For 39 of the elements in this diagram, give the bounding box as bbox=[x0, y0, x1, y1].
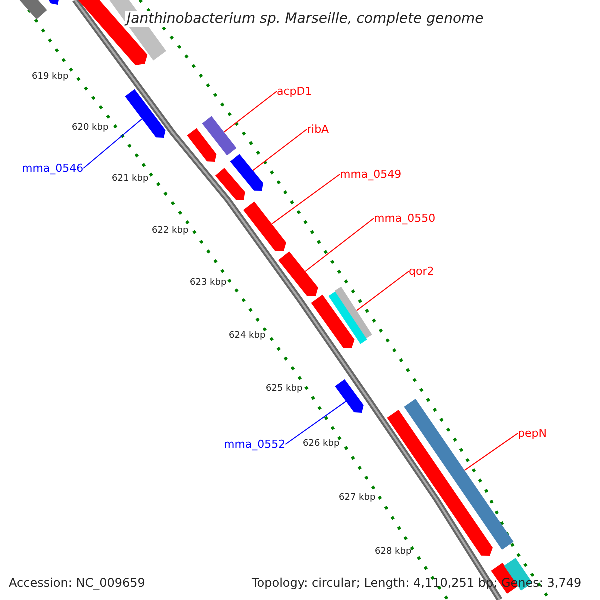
gene-bar bbox=[215, 168, 246, 200]
gene-label: ribA bbox=[307, 124, 330, 135]
gene-bar bbox=[230, 154, 264, 191]
tick-label: 619 kbp bbox=[32, 73, 69, 82]
title: Janthinobacterium sp. Marseille, complete genome bbox=[125, 11, 486, 27]
tick-label: 623 kbp bbox=[190, 279, 227, 288]
leader-line bbox=[356, 271, 410, 312]
gene-bar bbox=[202, 116, 237, 156]
leader-line bbox=[304, 218, 374, 272]
tick-label: 627 kbp bbox=[339, 494, 376, 503]
leader-line bbox=[224, 91, 278, 133]
gene-bar bbox=[278, 252, 318, 296]
accession-text: Accession: NC_009659 bbox=[9, 577, 146, 589]
gene-bar bbox=[328, 292, 368, 344]
gene-label: mma_0550 bbox=[374, 213, 436, 224]
gene-label: mma_0549 bbox=[340, 169, 402, 180]
leader-line bbox=[464, 433, 518, 472]
gene-bar bbox=[125, 89, 166, 138]
tick-label: 626 kbp bbox=[303, 440, 340, 449]
gene-label: mma_0552 bbox=[224, 439, 286, 450]
gene-label: qor2 bbox=[409, 266, 434, 277]
tick-label: 628 kbp bbox=[375, 548, 412, 557]
tick-label: 621 kbp bbox=[112, 175, 149, 184]
gene-bar bbox=[187, 128, 217, 162]
leader-line bbox=[252, 129, 308, 172]
tick-label: 625 kbp bbox=[266, 385, 303, 394]
gene-bar bbox=[311, 294, 355, 348]
leader-line bbox=[83, 118, 143, 169]
tick-label: 622 kbp bbox=[152, 227, 189, 236]
gene-label: pepN bbox=[518, 428, 547, 439]
tick-label: 620 kbp bbox=[72, 124, 109, 133]
leader-line bbox=[285, 401, 347, 445]
tick-label: 624 kbp bbox=[229, 332, 266, 341]
leader-line bbox=[272, 174, 340, 225]
gene-label: mma_0546 bbox=[22, 163, 84, 174]
gene-label: acpD1 bbox=[277, 86, 312, 97]
gene-bar bbox=[335, 379, 364, 413]
gene-bar bbox=[243, 202, 286, 252]
gene-bar bbox=[334, 286, 372, 340]
